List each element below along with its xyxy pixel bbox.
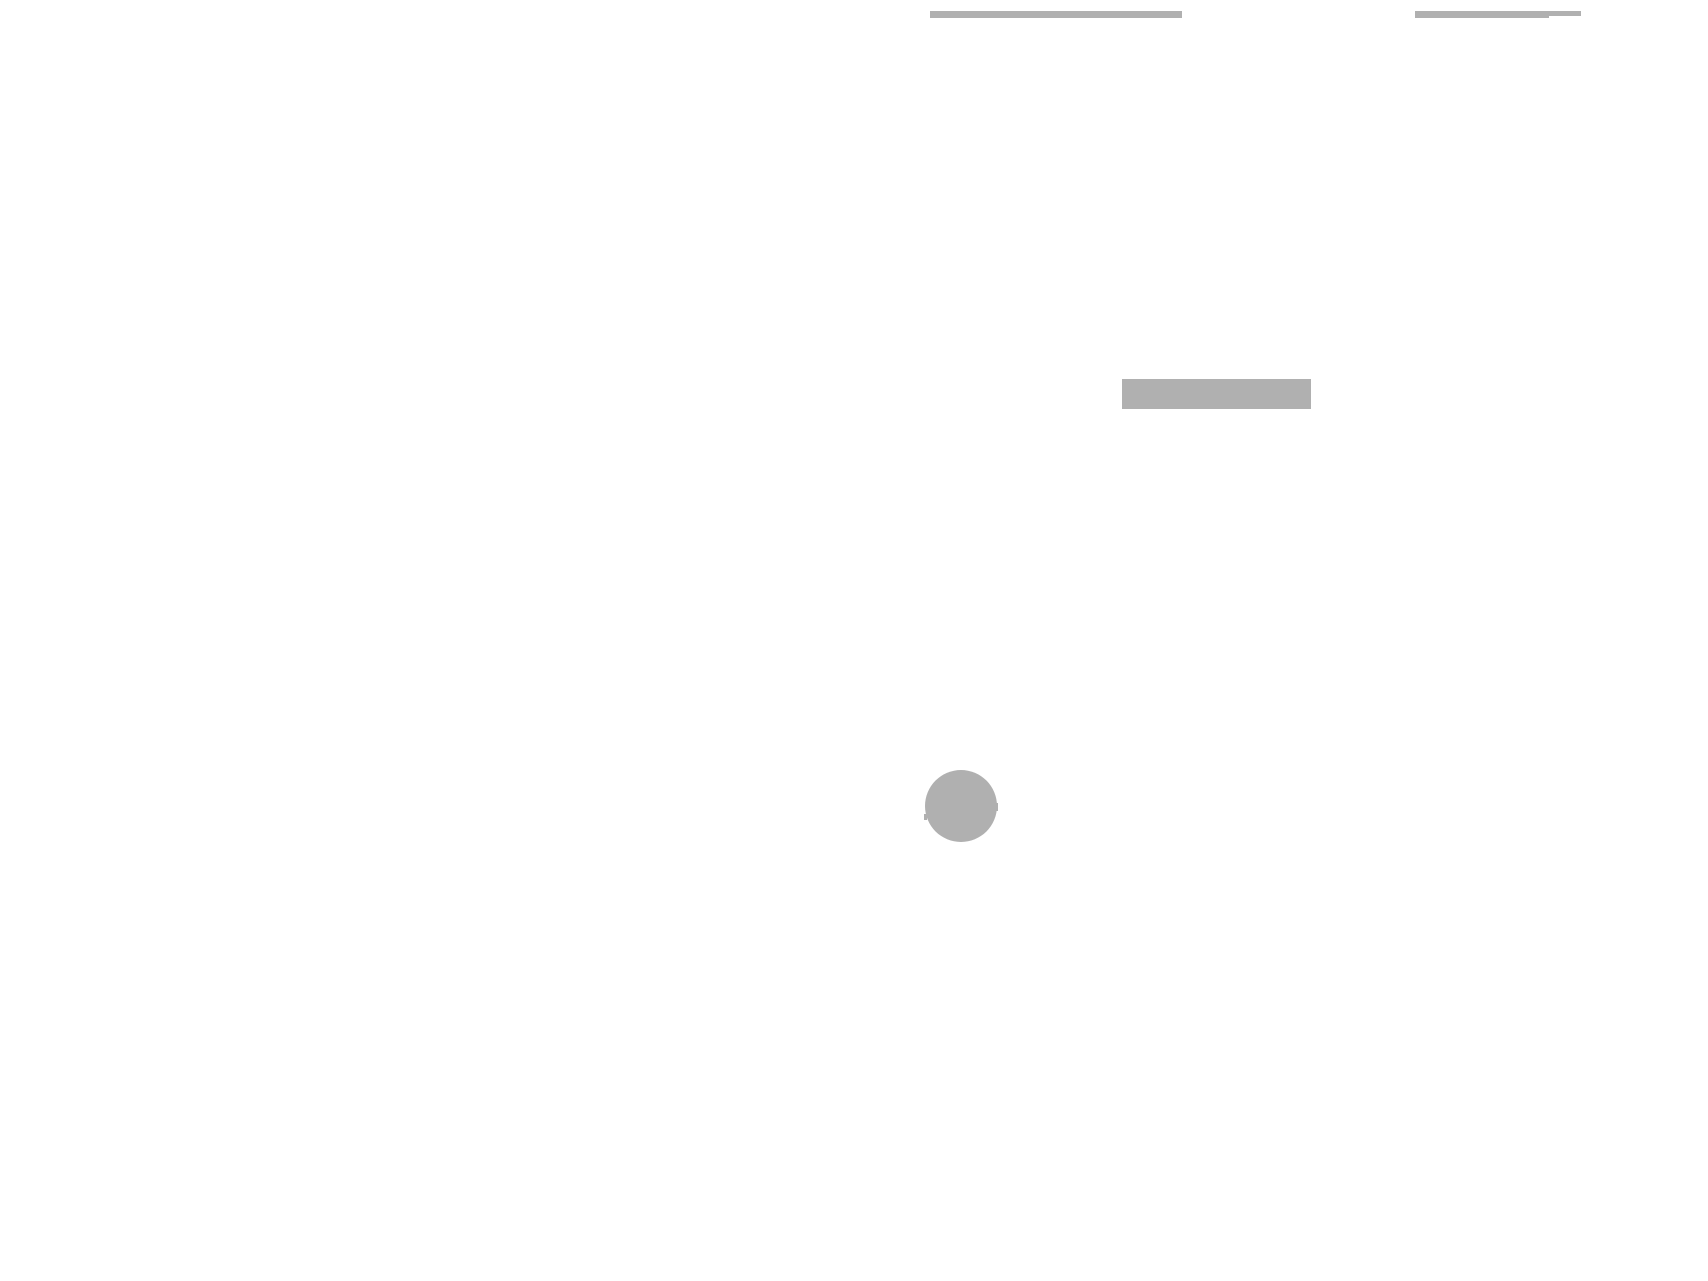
spinner-tick-left — [924, 814, 927, 820]
skeleton-header-bar-right — [1415, 11, 1581, 18]
skeleton-bar-gap — [1549, 16, 1581, 18]
spinner-tick-right — [996, 803, 998, 811]
skeleton-content-block — [1122, 379, 1311, 409]
skeleton-header-bar-left — [930, 11, 1182, 18]
loading-spinner-icon — [924, 770, 998, 842]
spinner-disc — [925, 770, 997, 842]
